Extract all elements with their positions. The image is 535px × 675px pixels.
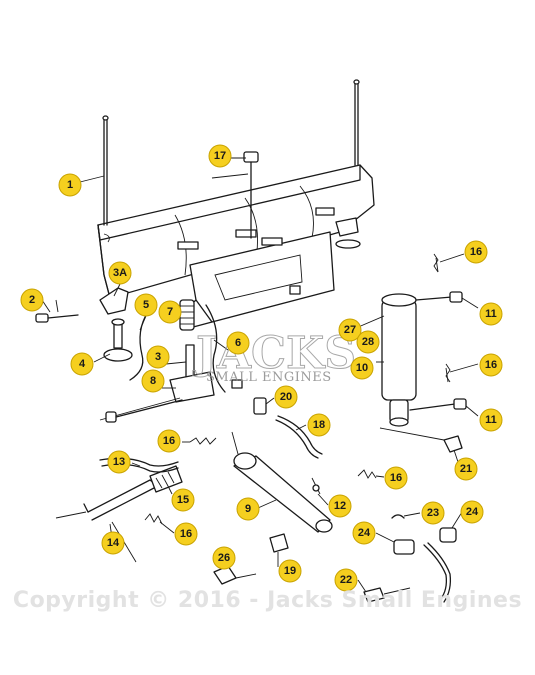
svg-text:18: 18 xyxy=(313,419,325,431)
svg-text:9: 9 xyxy=(245,503,251,515)
part-10-hydraulic-cylinder xyxy=(381,293,417,427)
part-11-pins xyxy=(409,257,467,411)
part-18-hose xyxy=(275,415,323,459)
callout-24-right[interactable]: 24 xyxy=(460,500,484,524)
watermark-brand: JACKS xyxy=(192,328,356,379)
callout-1[interactable]: 1 xyxy=(58,173,82,197)
callout-3a[interactable]: 3A xyxy=(108,261,132,285)
svg-text:24: 24 xyxy=(466,506,479,518)
callout-16-top[interactable]: 16 xyxy=(464,240,488,264)
callout-16-bottom[interactable]: 16 xyxy=(174,522,198,546)
callout-22[interactable]: 22 xyxy=(334,568,358,592)
svg-text:13: 13 xyxy=(113,456,125,468)
svg-text:16: 16 xyxy=(485,359,497,371)
watermark-subtitle: SMALL ENGINES xyxy=(206,370,332,385)
svg-text:16: 16 xyxy=(180,528,192,540)
copyright-watermark: Copyright © 2016 - Jacks Small Engines xyxy=(12,588,523,613)
long-bolt xyxy=(105,399,183,423)
callout-8[interactable]: 8 xyxy=(141,369,165,393)
svg-text:10: 10 xyxy=(356,362,368,374)
svg-text:16: 16 xyxy=(390,472,402,484)
svg-text:11: 11 xyxy=(485,414,497,426)
part-22-hose-fitting xyxy=(363,587,411,603)
part-3a-bracket xyxy=(99,287,129,315)
callout-23[interactable]: 23 xyxy=(421,501,445,525)
part-20-fitting xyxy=(253,397,267,415)
svg-text:15: 15 xyxy=(177,494,189,506)
svg-text:3A: 3A xyxy=(113,267,127,279)
svg-text:6: 6 xyxy=(235,337,241,349)
svg-text:3: 3 xyxy=(155,351,161,363)
blade-marker-rods xyxy=(102,79,360,226)
callout-16-right[interactable]: 16 xyxy=(384,466,408,490)
svg-text:16: 16 xyxy=(163,435,175,447)
svg-text:26: 26 xyxy=(218,552,230,564)
svg-text:24: 24 xyxy=(358,527,371,539)
svg-text:19: 19 xyxy=(284,565,296,577)
part-19-fitting xyxy=(269,533,289,553)
svg-text:20: 20 xyxy=(280,391,292,403)
callout-3[interactable]: 3 xyxy=(146,345,170,369)
callout-24-left[interactable]: 24 xyxy=(352,521,376,545)
part-23-24-fittings xyxy=(391,514,457,603)
callout-15[interactable]: 15 xyxy=(171,488,195,512)
callout-5[interactable]: 5 xyxy=(134,293,158,317)
svg-text:16: 16 xyxy=(470,246,482,258)
svg-text:28: 28 xyxy=(362,336,374,348)
part-2-pin xyxy=(35,299,79,323)
svg-text:5: 5 xyxy=(143,299,149,311)
callout-11-top[interactable]: 11 xyxy=(479,302,503,326)
callout-21[interactable]: 21 xyxy=(454,457,478,481)
svg-text:12: 12 xyxy=(334,500,346,512)
svg-text:21: 21 xyxy=(460,463,472,475)
part-6-cable xyxy=(205,304,226,393)
callout-18[interactable]: 18 xyxy=(307,413,331,437)
svg-text:11: 11 xyxy=(485,308,497,320)
skid-shoe-left xyxy=(103,318,133,362)
svg-text:27: 27 xyxy=(344,324,356,336)
callout-12[interactable]: 12 xyxy=(328,494,352,518)
svg-text:8: 8 xyxy=(150,375,156,387)
svg-text:2: 2 xyxy=(29,294,35,306)
svg-text:17: 17 xyxy=(214,150,226,162)
svg-text:1: 1 xyxy=(67,179,73,191)
callout-26[interactable]: 26 xyxy=(212,546,236,570)
callout-2[interactable]: 2 xyxy=(20,288,44,312)
callout-27[interactable]: 27 xyxy=(338,318,362,342)
part-21-fitting xyxy=(379,427,463,453)
callouts: 1 2 3A 4 5 6 7 3 8 17 27 28 10 16 11 16 … xyxy=(20,144,503,592)
callout-10[interactable]: 10 xyxy=(350,356,374,380)
part-12-pin xyxy=(311,477,321,495)
callout-28[interactable]: 28 xyxy=(356,330,380,354)
callout-11-bottom[interactable]: 11 xyxy=(479,408,503,432)
callout-19[interactable]: 19 xyxy=(278,559,302,583)
part-7-spring xyxy=(179,299,195,331)
part-17-bolt xyxy=(211,151,259,239)
callout-7[interactable]: 7 xyxy=(158,300,182,324)
svg-text:4: 4 xyxy=(79,358,86,370)
callout-14[interactable]: 14 xyxy=(101,531,125,555)
callout-16-mid[interactable]: 16 xyxy=(479,353,503,377)
skid-shoe-right xyxy=(335,217,361,249)
svg-text:14: 14 xyxy=(107,537,120,549)
part-16-springs xyxy=(144,253,451,525)
callout-17[interactable]: 17 xyxy=(208,144,232,168)
callout-9[interactable]: 9 xyxy=(236,497,260,521)
part-5-cable xyxy=(129,311,149,381)
svg-text:23: 23 xyxy=(427,507,439,519)
callout-13[interactable]: 13 xyxy=(107,450,131,474)
svg-text:22: 22 xyxy=(340,574,352,586)
part-9-angle-cylinder xyxy=(231,431,333,533)
jacks-watermark: JACKS ® SMALL ENGINES xyxy=(192,319,359,385)
callout-6[interactable]: 6 xyxy=(226,331,250,355)
callout-16-left[interactable]: 16 xyxy=(157,429,181,453)
callout-4[interactable]: 4 xyxy=(70,352,94,376)
callout-20[interactable]: 20 xyxy=(274,385,298,409)
svg-text:7: 7 xyxy=(167,306,173,318)
